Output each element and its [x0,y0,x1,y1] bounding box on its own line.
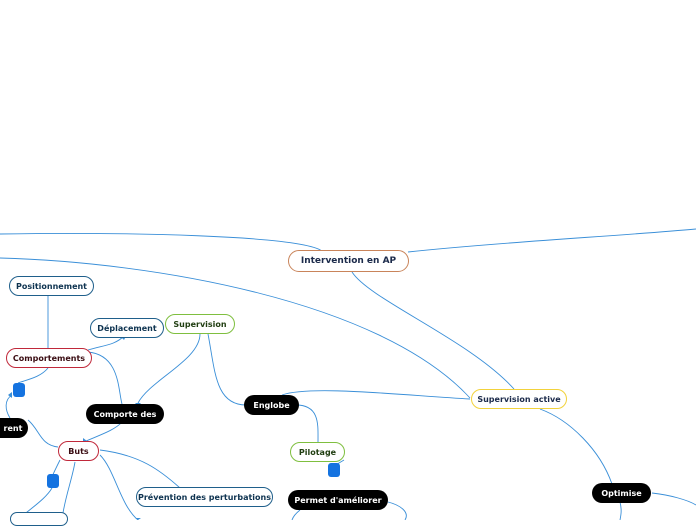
node-positionnement[interactable]: Positionnement [9,276,94,296]
node-partial-bottom[interactable] [10,512,68,526]
connector-line [87,351,123,405]
node-intervention-en-ap[interactable]: Intervention en AP [288,250,409,272]
connector-line [27,419,59,448]
connector-line [17,367,49,384]
connector-line [619,501,622,520]
node-permet-dameliorer[interactable]: Permet d'améliorer [288,490,388,510]
connector-line [351,271,515,390]
connector-line [651,492,696,506]
connector-line [137,333,201,404]
connector-line [291,509,301,520]
connector-line [407,228,696,253]
node-supervision[interactable]: Supervision [165,314,235,334]
marker-icon [13,383,25,397]
node-prevention-des-perturbations[interactable]: Prévention des perturbations [136,487,273,507]
connector-line [0,233,323,252]
connector-line [85,421,123,442]
node-comportements[interactable]: Comportements [6,348,92,368]
connector-line [99,449,181,489]
connector-line [539,408,613,485]
node-pilotage[interactable]: Pilotage [290,442,345,462]
connector-line [0,257,471,399]
node-supervision-active[interactable]: Supervision active [471,389,567,409]
connector-line [61,461,76,520]
marker-icon [47,474,59,488]
node-buts[interactable]: Buts [58,441,99,461]
node-deplacement[interactable]: Déplacement [90,318,164,338]
connector-line [87,335,125,351]
node-comporte-des[interactable]: Comporte des [86,404,164,424]
connector-line [5,394,13,419]
node-rent[interactable]: rent [0,418,28,438]
node-optimise[interactable]: Optimise [592,483,651,503]
connector-line [387,501,407,520]
arrowhead [135,518,141,520]
node-englobe[interactable]: Englobe [244,395,299,415]
connector-line [207,333,247,406]
marker-icon [328,463,340,477]
connector-line [281,390,471,400]
connector-line [295,404,319,443]
connector-line [99,454,139,520]
arrowhead [8,392,12,398]
